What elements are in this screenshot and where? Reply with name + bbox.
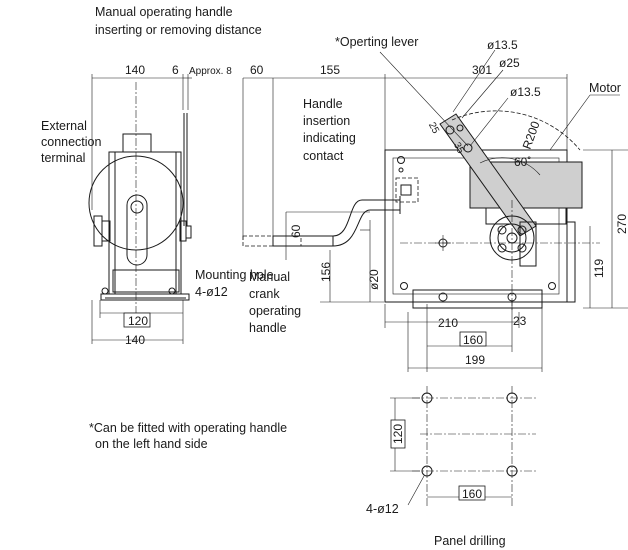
dimension-values: 140 6 Approx. 8 60 155 301 ø13.5 ø25 ø13… <box>123 38 628 501</box>
dim-210: 210 <box>438 316 458 330</box>
dim-25: ø25 <box>499 56 520 70</box>
label-crank-2: crank <box>249 287 280 301</box>
label-crank-3: operating <box>249 304 301 318</box>
dim-13-5-a: ø13.5 <box>487 38 518 52</box>
front-view <box>379 49 628 372</box>
base-plate <box>412 289 543 309</box>
label-contact-1: Handle <box>303 97 343 111</box>
dim-6: 6 <box>172 63 179 77</box>
handle-contact-box <box>395 177 419 203</box>
dim-160-base-box <box>459 331 487 347</box>
dim-approx-8: Approx. 8 <box>189 66 232 77</box>
dim-199: 199 <box>465 353 485 367</box>
label-contact-3: indicating <box>303 131 356 145</box>
dim-140-side: 140 <box>125 333 145 347</box>
labels: Manual operating handle inserting or rem… <box>41 5 621 548</box>
dim-120-side-box <box>123 312 151 328</box>
dim-301: 301 <box>472 63 492 77</box>
dim-160-panel: 160 <box>462 487 482 501</box>
dim-13-5-b: ø13.5 <box>510 85 541 99</box>
dim-20: ø20 <box>367 269 381 290</box>
label-panel-holes: 4-ø12 <box>366 502 399 516</box>
dim-140-top: 140 <box>125 63 145 77</box>
label-note-1: *Can be fitted with operating handle <box>89 421 287 435</box>
label-crank-1: Manual <box>249 270 290 284</box>
label-contact-2: insertion <box>303 114 350 128</box>
dim-156: 156 <box>319 262 333 282</box>
label-mounting-hole-2: 4-ø12 <box>195 285 228 299</box>
dim-angle-60: 60˚ <box>514 155 531 169</box>
label-note-2: on the left hand side <box>95 437 208 451</box>
crank-removed-ghost <box>242 235 302 247</box>
shaft-slot <box>126 194 148 266</box>
dim-lever-25: 25 <box>426 121 441 136</box>
label-terminal-3: terminal <box>41 151 85 165</box>
label-mounting-hole-1: Mounting hole <box>195 268 274 282</box>
dim-120-side: 120 <box>128 314 148 328</box>
crank-view <box>242 74 401 303</box>
label-terminal-2: connection <box>41 135 102 149</box>
dim-120-panel-box <box>390 419 406 449</box>
mounting-base <box>100 293 190 301</box>
label-crank-4: handle <box>249 321 287 335</box>
dim-270: 270 <box>615 214 628 234</box>
dim-35: 35 <box>451 141 466 156</box>
dim-119: 119 <box>592 259 606 278</box>
side-body-outline <box>108 151 182 295</box>
label-contact-4: contact <box>303 149 344 163</box>
side-view <box>88 74 192 344</box>
label-panel-drilling: Panel drilling <box>434 534 506 548</box>
label-operating-lever: *Operting lever <box>335 35 418 49</box>
dim-155: 155 <box>320 63 340 77</box>
dim-120-panel: 120 <box>391 424 405 444</box>
dim-160-panel-box <box>458 485 486 501</box>
dim-r200: R200 <box>520 119 543 151</box>
dim-160-base: 160 <box>463 333 483 347</box>
label-handle-distance-1: Manual operating handle <box>95 5 233 19</box>
dim-23: 23 <box>513 314 527 328</box>
label-motor: Motor <box>589 81 621 95</box>
dim-60-top: 60 <box>250 63 264 77</box>
label-terminal-1: External <box>41 119 87 133</box>
dim-60-mid: 60 <box>289 224 303 238</box>
terminal-box <box>122 133 152 153</box>
label-handle-distance-2: inserting or removing distance <box>95 23 262 37</box>
crank-bar <box>272 235 334 247</box>
